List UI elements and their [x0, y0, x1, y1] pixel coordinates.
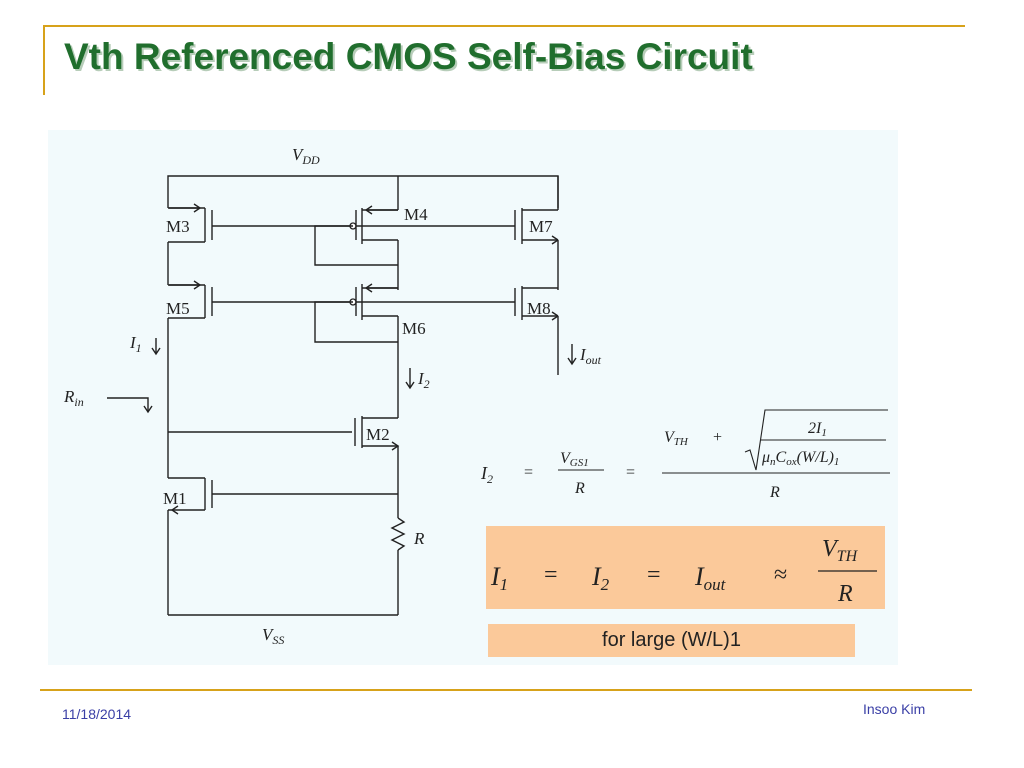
- eq1-vth: VTH: [664, 429, 689, 448]
- sqrt-radical-icon: [744, 409, 888, 471]
- m8-label: M8: [527, 299, 551, 318]
- footer-rule: [40, 689, 972, 691]
- m8-source-arrow-icon: [551, 311, 559, 321]
- eq2-equals-2: =: [647, 562, 661, 588]
- circuit-wires: [107, 175, 559, 616]
- rin-label: Rin: [63, 387, 84, 409]
- left-rule: [43, 25, 45, 95]
- note-box: for large (W/L)1: [488, 624, 855, 657]
- eq2-vth: VTH: [822, 536, 859, 565]
- footer-date: 11/18/2014: [62, 706, 132, 722]
- m7-source-arrow-icon: [551, 235, 559, 245]
- vdd-label: VDD: [292, 145, 320, 167]
- m7-label: M7: [529, 217, 553, 236]
- i1-arrow-icon: [151, 338, 161, 356]
- slide-title: Vth Referenced CMOS Self-Bias Circuit: [64, 36, 753, 77]
- eq1-plus: +: [713, 429, 722, 446]
- result-highlight-box: [486, 526, 885, 609]
- current-arrows: [143, 203, 577, 515]
- i2-arrow-icon: [405, 368, 415, 390]
- rin-arrow-icon: [143, 405, 153, 414]
- top-rule: [43, 25, 965, 27]
- eq2-iout: Iout: [694, 562, 727, 594]
- m4-label: M4: [404, 205, 428, 224]
- m1-label: M1: [163, 489, 187, 508]
- eq1-den: R: [769, 484, 780, 501]
- m3-label: M3: [166, 217, 190, 236]
- equation-i2: I2 = VGS1 R = VTH + 2I1 μnCox(W/L)1 R: [480, 409, 890, 501]
- m5-source-arrow-icon: [169, 280, 202, 290]
- m3-source-arrow-icon: [169, 203, 202, 213]
- m6-label: M6: [402, 319, 426, 338]
- footer-author: Insoo Kim: [863, 701, 926, 717]
- m6-source-arrow-icon: [364, 283, 398, 293]
- m2-source-arrow-icon: [391, 441, 400, 451]
- eq2-den: R: [837, 581, 853, 607]
- eq2-equals: =: [544, 562, 558, 588]
- eq1-sqrt-den: μnCox(W/L)1: [761, 449, 839, 468]
- equation-result: I1 = I2 = Iout ≈ VTH R: [490, 536, 877, 607]
- iout-label: Iout: [579, 345, 602, 367]
- eq1-vgs1: VGS1: [560, 450, 589, 469]
- m4-source-arrow-icon: [364, 205, 398, 215]
- m1-source-arrow-icon: [170, 505, 179, 515]
- eq1-equals-2: =: [626, 464, 635, 481]
- m2-label: M2: [366, 425, 390, 444]
- iout-arrow-icon: [567, 344, 577, 366]
- eq1-frac-den: R: [574, 480, 585, 497]
- eq2-i2: I2: [591, 562, 610, 594]
- eq2-i1: I1: [490, 562, 508, 594]
- i2-label: I2: [417, 369, 430, 391]
- m5-label: M5: [166, 299, 190, 318]
- eq1-lhs: I2: [480, 463, 493, 486]
- resistor-label: R: [413, 529, 425, 548]
- eq2-approx: ≈: [774, 562, 787, 588]
- eq1-equals: =: [524, 464, 533, 481]
- vss-label: VSS: [262, 625, 284, 647]
- eq1-sqrt-num: 2I1: [808, 420, 827, 439]
- i1-label: I1: [129, 333, 142, 355]
